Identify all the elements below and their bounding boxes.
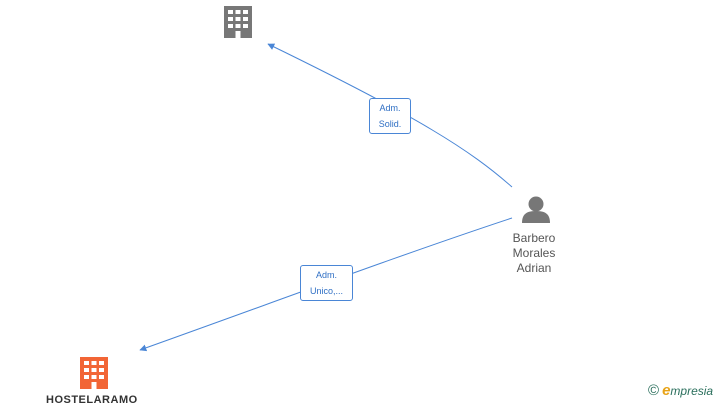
building-icon-top[interactable]	[224, 6, 252, 38]
person-label-line: Barbero	[512, 231, 556, 245]
person-label-line: Adrian	[516, 261, 552, 275]
edge-label-line: Solid.	[378, 119, 402, 129]
person-icon[interactable]	[522, 196, 550, 224]
copyright-symbol: ©	[648, 381, 660, 399]
edge-label-adm-solid[interactable]: Adm. Solid.	[369, 98, 411, 134]
company-label-bottom[interactable]: HOSTELARAMO	[46, 394, 138, 406]
person-label-line: Morales	[512, 246, 556, 260]
brand-logo: empresia	[662, 381, 714, 399]
edge-label-line: Adm.	[379, 103, 401, 113]
person-label[interactable]: Barbero Morales Adrian	[500, 231, 568, 276]
building-icon-bottom[interactable]	[80, 357, 108, 389]
edge-line-adm-solid	[267, 43, 513, 188]
edge-label-line: Unico,...	[309, 286, 343, 296]
brand-watermark: © empresia	[648, 380, 713, 400]
edge-label-line: Adm.	[315, 270, 337, 280]
edge-label-adm-unico[interactable]: Adm. Unico,...	[300, 265, 353, 301]
